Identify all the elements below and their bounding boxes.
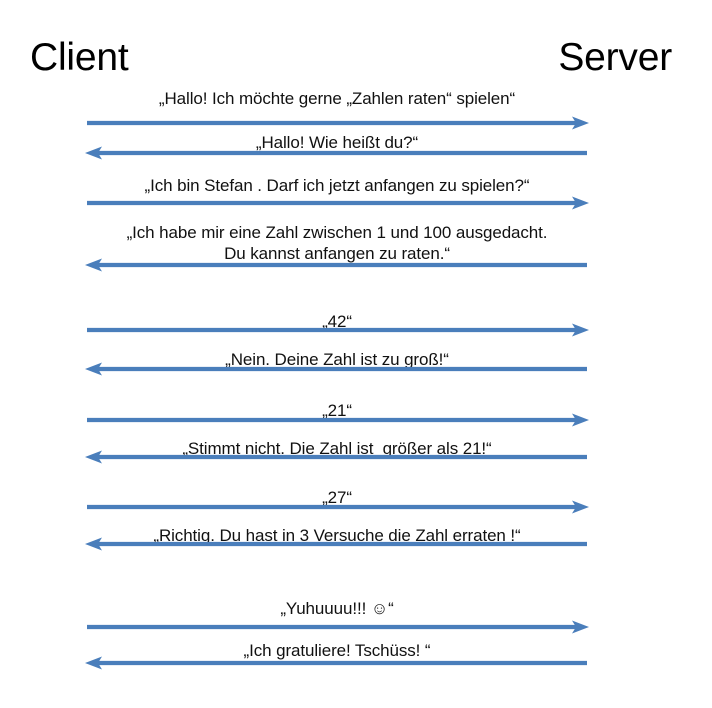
message-label: „Ich habe mir eine Zahl zwischen 1 und 1… [126, 223, 548, 263]
message-label: „Ich bin Stefan . Darf ich jetzt anfange… [144, 176, 530, 195]
message-label: „42“ [322, 312, 352, 331]
message-label: „27“ [322, 488, 352, 507]
arrow-right-icon [84, 196, 590, 210]
message-label: „Hallo! Ich möchte gerne „Zahlen raten“ … [158, 89, 516, 108]
message-label: „Nein. Deine Zahl ist zu groß!“ [225, 350, 449, 369]
lifeline-label-client: Client [30, 36, 129, 79]
lifeline-label-server: Server [558, 36, 672, 79]
message-label: „Ich gratuliere! Tschüss! “ [243, 641, 431, 660]
message-label: „Yuhuuuu!!! ☺“ [280, 599, 394, 618]
arrow-right-icon [84, 620, 590, 634]
message-label: „21“ [322, 401, 352, 420]
arrow-right-icon [84, 116, 590, 130]
message-label: „Hallo! Wie heißt du?“ [255, 133, 419, 152]
message-label: „Stimmt nicht. Die Zahl ist größer als 2… [182, 439, 492, 458]
message-label: „Richtig. Du hast in 3 Versuche die Zahl… [153, 526, 521, 545]
